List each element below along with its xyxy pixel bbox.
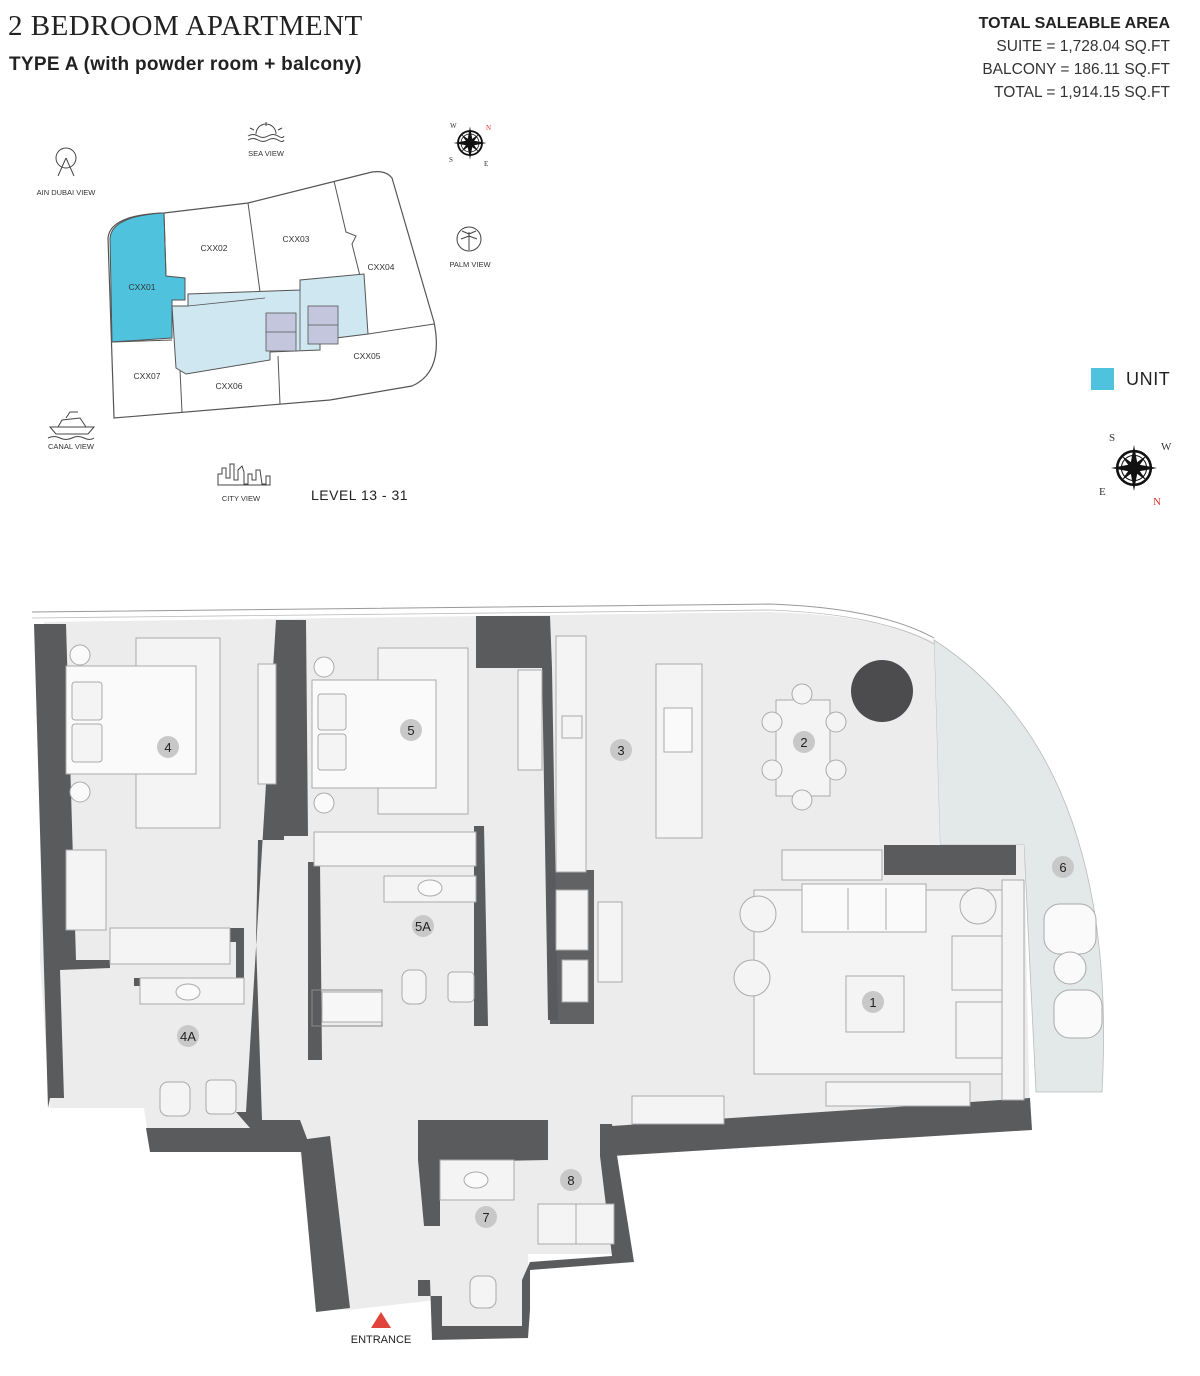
unit-label-cxx06: CXX06 — [216, 381, 243, 391]
room-marker-4a: 4A — [177, 1025, 199, 1047]
room-label-6: 6 — [1059, 860, 1066, 875]
room-label-2: 2 — [800, 735, 807, 750]
room-marker-5: 5 — [400, 719, 422, 741]
canal-view-label: CANAL VIEW — [48, 442, 95, 451]
sofa — [801, 883, 927, 933]
ain-dubai-view-label: AIN DUBAI VIEW — [37, 188, 97, 197]
column — [851, 660, 913, 722]
room-label-3: 3 — [617, 743, 624, 758]
page-title: 2 BEDROOM APARTMENT — [8, 10, 363, 42]
compass-small-s: S — [449, 156, 453, 164]
yacht-icon — [47, 411, 96, 440]
unit-label-cxx07: CXX07 — [134, 371, 161, 381]
room-label-4: 4 — [164, 740, 171, 755]
unit-label-cxx03: CXX03 — [283, 234, 310, 244]
compass-large-w: W — [1161, 441, 1172, 453]
city-skyline-icon — [217, 463, 271, 486]
saleable-area-panel: TOTAL SALEABLE AREA SUITE = 1,728.04 SQ.… — [979, 12, 1170, 104]
saleable-area-heading: TOTAL SALEABLE AREA — [978, 15, 1170, 32]
compass-large-n: N — [1153, 496, 1161, 508]
entrance-label: ENTRANCE — [351, 1334, 412, 1346]
room-label-1: 1 — [869, 995, 876, 1010]
unit-label-cxx01: CXX01 — [129, 282, 156, 292]
unit-label-cxx04: CXX04 — [368, 262, 395, 272]
room-label-5: 5 — [407, 723, 414, 738]
unit-label-cxx02: CXX02 — [201, 243, 228, 253]
room-marker-2: 2 — [793, 731, 815, 753]
compass-small-n: N — [486, 124, 491, 132]
palm-view-label: PALM VIEW — [449, 260, 491, 269]
key-plan: CXX01 CXX02 CXX03 CXX04 CXX05 CXX06 CXX0… — [37, 122, 491, 503]
compass-small-e: E — [484, 160, 488, 168]
compass-large-e: E — [1099, 486, 1106, 498]
room-marker-6: 6 — [1052, 856, 1074, 878]
area-balcony: BALCONY = 186.11 SQ.FT — [982, 61, 1170, 78]
room-label-5a: 5A — [415, 919, 431, 934]
level-label: LEVEL 13 - 31 — [311, 487, 408, 503]
sea-view-icon — [247, 122, 285, 142]
area-suite: SUITE = 1,728.04 SQ.FT — [996, 38, 1170, 55]
room-marker-8: 8 — [560, 1169, 582, 1191]
unit-label-cxx05: CXX05 — [354, 351, 381, 361]
room-marker-3: 3 — [610, 739, 632, 761]
room-marker-5a: 5A — [412, 915, 434, 937]
room-label-7: 7 — [482, 1210, 489, 1225]
legend-swatch — [1091, 368, 1114, 390]
unit-cxx01-highlight — [109, 212, 186, 343]
room-marker-1: 1 — [862, 991, 884, 1013]
ain-dubai-icon — [55, 147, 77, 177]
entrance-marker-icon — [371, 1312, 391, 1328]
floor-plan: 1 2 3 4 4A 5 5A 6 7 8 ENTRANCE — [31, 603, 1104, 1346]
page-subtitle: TYPE A (with powder room + balcony) — [9, 54, 362, 75]
room-label-4a: 4A — [180, 1029, 196, 1044]
legend-label: UNIT — [1126, 368, 1171, 389]
sea-view-label: SEA VIEW — [248, 149, 285, 158]
compass-large-icon — [1109, 443, 1159, 493]
legend: UNIT — [1091, 368, 1170, 390]
room-marker-4: 4 — [157, 736, 179, 758]
compass-small-icon — [452, 125, 488, 161]
room-label-8: 8 — [567, 1173, 574, 1188]
room-marker-7: 7 — [475, 1206, 497, 1228]
compass-small-w: W — [450, 122, 457, 130]
compass-large-s: S — [1109, 432, 1115, 444]
area-total: TOTAL = 1,914.15 SQ.FT — [994, 84, 1170, 101]
palm-tree-icon — [456, 226, 482, 252]
city-view-label: CITY VIEW — [222, 494, 261, 503]
